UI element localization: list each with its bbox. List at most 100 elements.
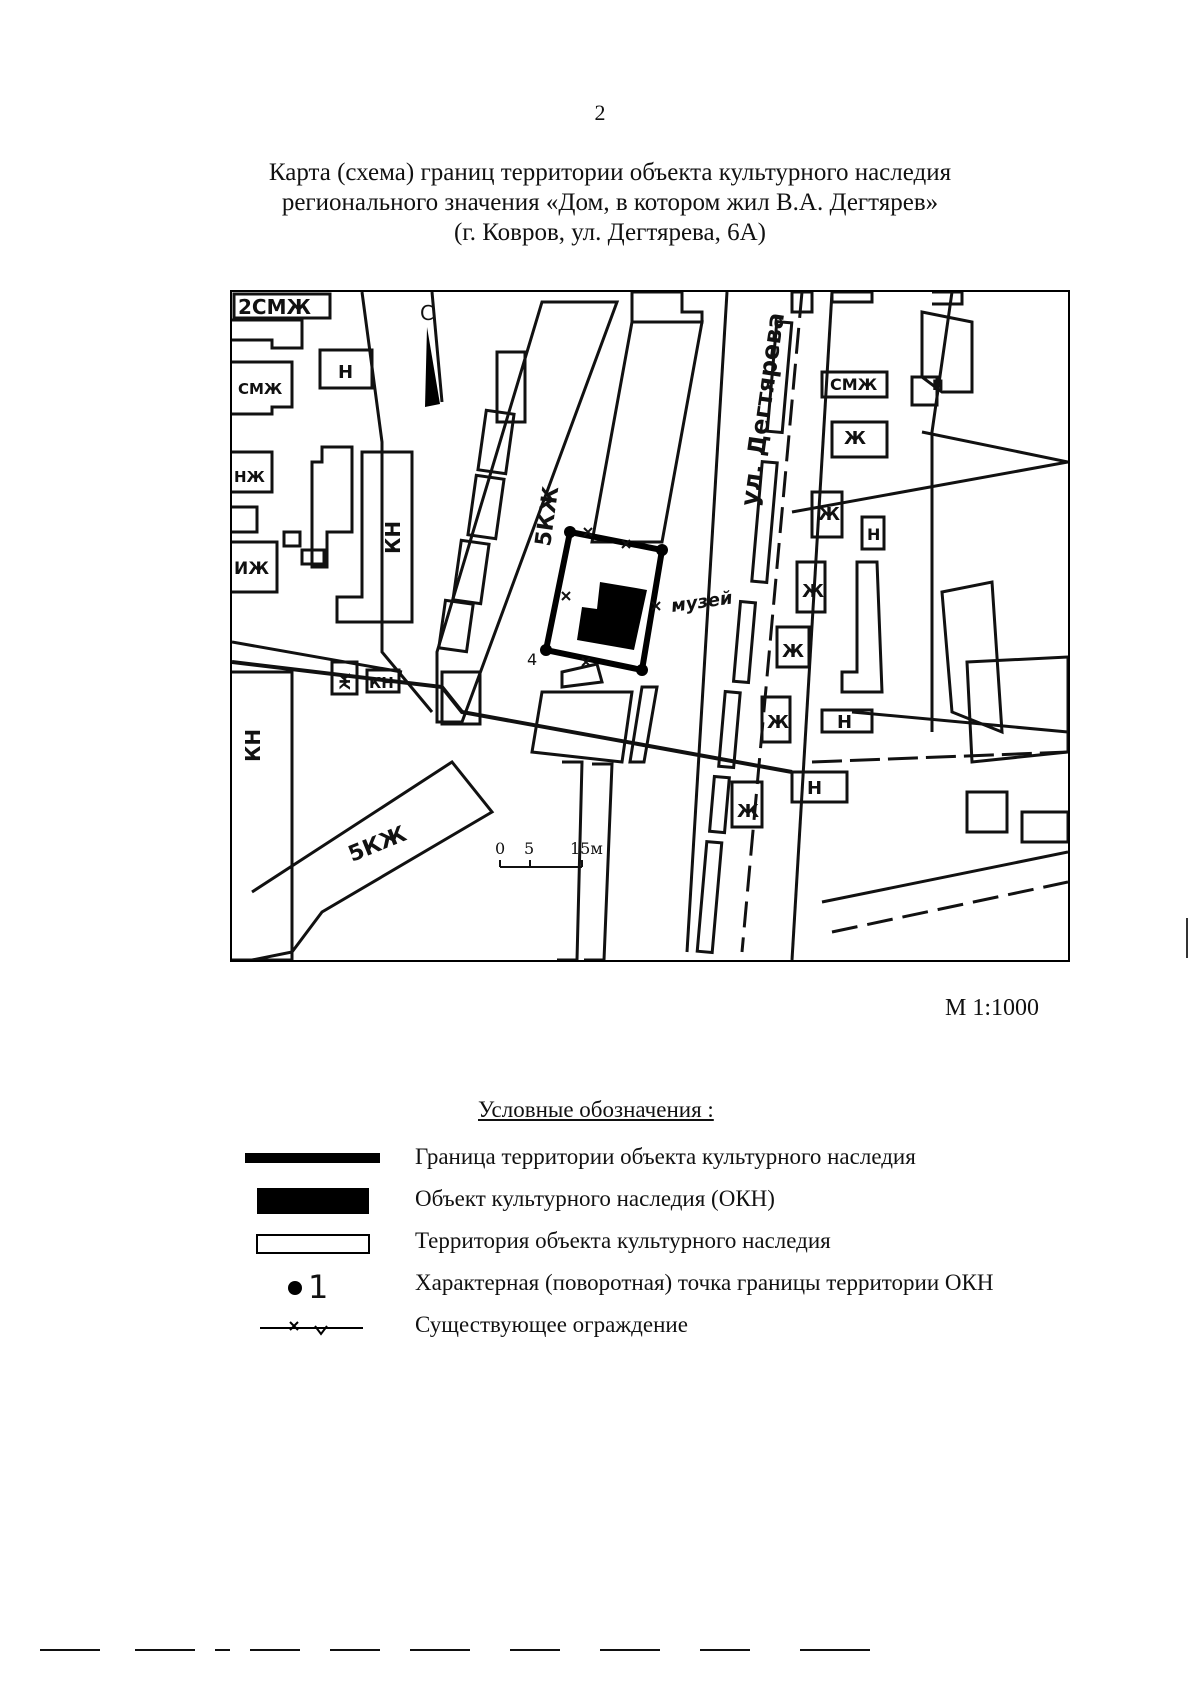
- building: [750, 459, 779, 585]
- building: [840, 560, 884, 694]
- building: [495, 350, 527, 424]
- map-label: Ж: [737, 801, 759, 822]
- street-line: [740, 292, 804, 953]
- building: [232, 505, 259, 534]
- map-label: КН: [381, 521, 405, 554]
- map-label: Н: [867, 525, 880, 544]
- street-line: [685, 292, 729, 953]
- map-label: ИЖ: [234, 559, 269, 579]
- street-line: [930, 292, 954, 732]
- building: [232, 450, 274, 494]
- legend-item: Объект культурного наследия (ОКН): [0, 1180, 1200, 1220]
- building: [530, 690, 634, 764]
- building: [335, 450, 414, 624]
- fence-symbol: [260, 1321, 363, 1336]
- building: [790, 770, 849, 804]
- scale-bar-label: 5: [524, 839, 534, 858]
- building: [760, 695, 792, 744]
- turning-point-label: 4: [527, 650, 537, 669]
- building: [695, 839, 724, 955]
- building: [232, 292, 332, 320]
- okn-territory: 4: [527, 526, 668, 676]
- title-line-3: (г. Ковров, ул. Дегтярева, 6А): [453, 219, 767, 246]
- turning-point: [540, 644, 552, 656]
- building: [910, 375, 939, 407]
- map-label: НЖ: [234, 468, 266, 486]
- scan-edge-dashes: [40, 1649, 870, 1651]
- legend-label: Объект культурного наследия (ОКН): [415, 1186, 775, 1211]
- legend-heading: Условные обозначения :: [478, 1097, 714, 1122]
- building: [590, 320, 704, 544]
- building: [860, 515, 886, 551]
- building: [820, 708, 874, 734]
- legend-label: Характерная (поворотная) точка границы т…: [415, 1270, 994, 1295]
- scale-bar-label: 0: [495, 839, 505, 858]
- building: [365, 668, 401, 694]
- street-line: [232, 640, 403, 674]
- turning-point: [636, 664, 648, 676]
- north-label: С: [420, 301, 434, 325]
- legend-item: Существующее ограждение: [0, 1306, 1200, 1346]
- scale-bar-label: 15м: [570, 839, 603, 858]
- building: [318, 348, 374, 390]
- document-title: Карта (схема) границ территории объекта …: [180, 158, 1040, 248]
- north-arrow: С: [420, 301, 440, 407]
- title-line-2: регионального значения «Дом, в котором ж…: [281, 189, 939, 216]
- building: [731, 599, 758, 685]
- turning-point-symbol-label: 1: [308, 1268, 328, 1304]
- title-line-1: Карта (схема) границ территории объекта …: [268, 159, 952, 186]
- street-line: [821, 850, 1068, 904]
- museum-label: музей: [670, 588, 734, 617]
- legend-label: Существующее ограждение: [415, 1312, 688, 1337]
- building: [630, 292, 704, 324]
- map-label: КН: [369, 674, 394, 692]
- building: [707, 774, 731, 835]
- building: [232, 360, 294, 416]
- building: [920, 310, 974, 394]
- territory-outline-symbol: [256, 1234, 370, 1254]
- building: [932, 292, 964, 306]
- building: [437, 598, 475, 654]
- building: [232, 670, 294, 960]
- building: [232, 318, 304, 350]
- street-line: [921, 430, 1068, 464]
- building: [717, 689, 742, 770]
- street-line: [791, 460, 1068, 514]
- building: [765, 319, 794, 435]
- map-label: Ж: [782, 641, 804, 662]
- map-label: СМЖ: [830, 375, 878, 394]
- building: [965, 790, 1009, 834]
- building: [476, 408, 516, 476]
- map-label: 5КЖ: [345, 822, 410, 868]
- building: [820, 370, 889, 399]
- building: [775, 625, 811, 669]
- building: [965, 655, 1068, 764]
- map-label: Н: [837, 712, 852, 733]
- building: [790, 292, 814, 314]
- map-frame: 4 С ул. Дегтярева музей 2СМЖ СМЖ Н НЖ ИЖ…: [230, 290, 1070, 962]
- building: [584, 762, 614, 960]
- map-label: СМЖ: [238, 380, 283, 398]
- okn-building: [577, 582, 647, 650]
- scale-bar: 0 5 15м: [495, 839, 603, 868]
- map-label: КН: [241, 729, 265, 762]
- map-label: 2СМЖ: [238, 295, 311, 319]
- building: [560, 662, 604, 689]
- page-number: 2: [594, 100, 606, 125]
- turning-point-symbol: 1: [288, 1268, 328, 1304]
- street-line: [430, 292, 444, 403]
- turning-point: [564, 526, 576, 538]
- building: [251, 760, 495, 960]
- street-line: [811, 750, 1068, 764]
- street-line: [831, 880, 1068, 934]
- map-label: Н: [338, 362, 353, 383]
- building: [810, 490, 844, 539]
- building: [628, 685, 659, 764]
- building: [330, 660, 359, 696]
- map-label: Н: [932, 378, 944, 394]
- map-label: 5КЖ: [531, 485, 564, 548]
- building: [310, 445, 354, 569]
- margin-mark: [1186, 918, 1188, 958]
- street-name-label: ул. Дегтярева: [735, 311, 790, 508]
- building: [440, 670, 482, 726]
